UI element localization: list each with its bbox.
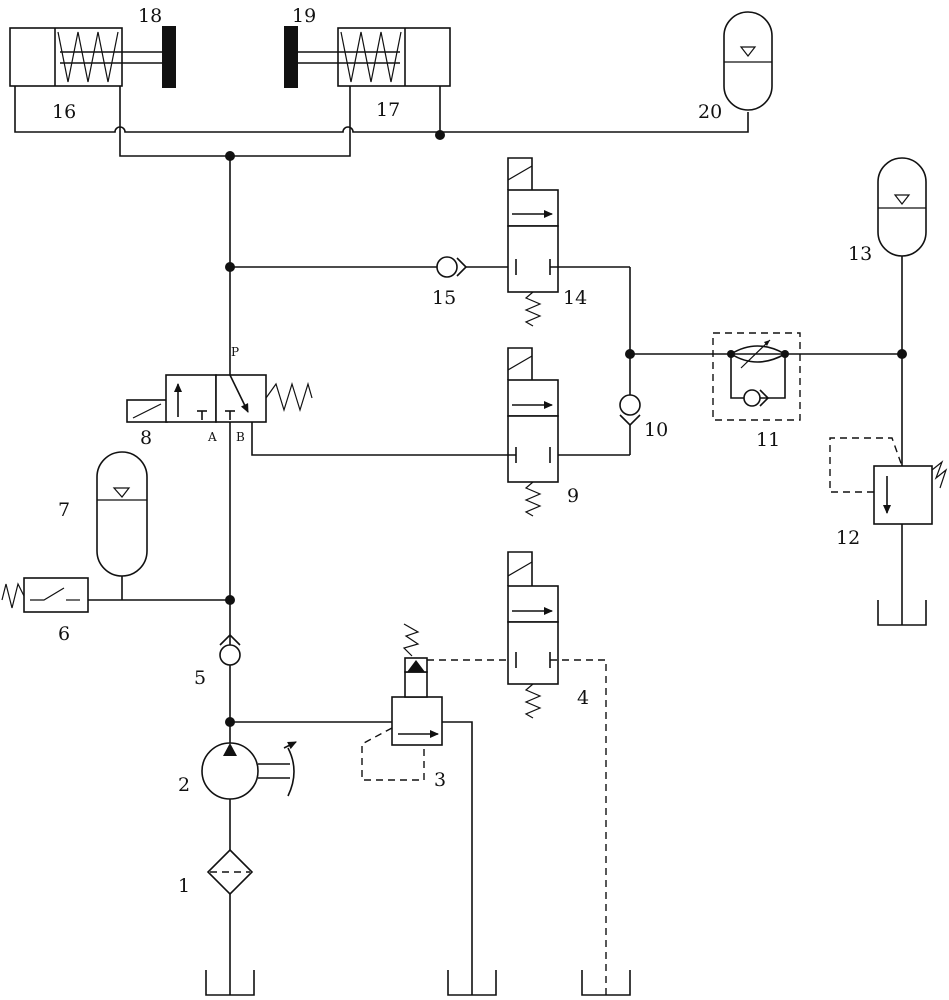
relief-return-line xyxy=(442,721,473,995)
tank-left xyxy=(205,970,255,996)
label-2: 2 xyxy=(178,774,190,796)
accumulator-13 xyxy=(877,157,927,257)
label-17: 17 xyxy=(376,99,400,121)
label-18: 18 xyxy=(138,5,162,27)
label-7: 7 xyxy=(58,499,70,521)
label-4: 4 xyxy=(577,687,589,709)
port-b-label: B xyxy=(236,430,245,444)
supply-line-top xyxy=(119,86,351,157)
label-14: 14 xyxy=(563,287,587,309)
label-20: 20 xyxy=(698,101,722,123)
label-13: 13 xyxy=(848,243,872,265)
check-valve-5 xyxy=(219,633,241,666)
brake-pad-19 xyxy=(284,26,298,88)
throttle-check-valve-11 xyxy=(712,332,801,421)
directional-valve-8 xyxy=(126,374,313,423)
label-8: 8 xyxy=(140,427,152,449)
relief-valve-3 xyxy=(361,623,443,781)
port-p-label: P xyxy=(231,345,239,359)
pressure-switch-6 xyxy=(1,577,89,613)
label-1: 1 xyxy=(178,875,190,897)
label-11: 11 xyxy=(756,429,780,451)
brake-pad-18 xyxy=(162,26,176,88)
label-19: 19 xyxy=(292,5,316,27)
line-b-port xyxy=(251,422,516,456)
label-5: 5 xyxy=(194,667,206,689)
label-6: 6 xyxy=(58,623,70,645)
label-3: 3 xyxy=(434,769,446,791)
accumulator-20 xyxy=(723,11,773,111)
solenoid-valve-9 xyxy=(507,347,559,517)
cylinder-16 xyxy=(9,27,163,87)
accumulator-7 xyxy=(96,451,148,577)
label-12: 12 xyxy=(836,527,860,549)
port-a-label: A xyxy=(207,430,217,444)
pump-2 xyxy=(201,741,297,800)
relief-valve-12 xyxy=(829,437,948,525)
return-line-top xyxy=(14,86,749,133)
filter-1 xyxy=(206,848,254,896)
tank-pilot xyxy=(581,970,631,996)
label-10: 10 xyxy=(644,419,668,441)
label-16: 16 xyxy=(52,101,76,123)
check-valve-15 xyxy=(436,256,468,278)
label-9: 9 xyxy=(567,485,579,507)
check-valve-10 xyxy=(619,394,641,427)
tank-right xyxy=(877,600,927,626)
solenoid-valve-4 xyxy=(507,551,559,719)
solenoid-valve-14 xyxy=(507,157,559,327)
tank-middle xyxy=(447,970,497,996)
label-15: 15 xyxy=(432,287,456,309)
cylinder-17 xyxy=(297,27,451,87)
